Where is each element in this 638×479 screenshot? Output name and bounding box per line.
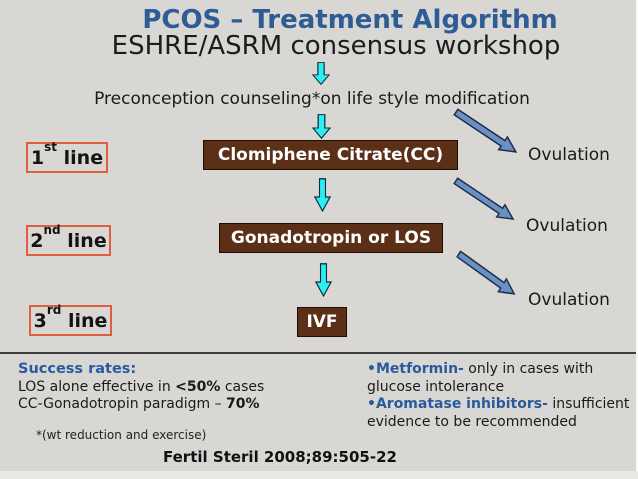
down-arrow-icon — [312, 114, 331, 139]
counseling-text: Preconception counseling*on life style m… — [94, 89, 530, 109]
metformin-bullet-line-1: •Metformin- only in cases with — [367, 361, 594, 377]
line-label-1-text: 1st line — [30, 139, 104, 169]
line-label-3: 3rd line — [29, 302, 112, 336]
success-rates-block: Success rates: LOS alone effective in <5… — [18, 361, 264, 414]
diagonal-arrow-icon — [453, 177, 515, 221]
ivf-box: IVF — [297, 307, 347, 337]
ordinal-suffix: st — [44, 139, 58, 154]
aromatase-bullet-line-1: •Aromatase inhibitors- insufficient — [367, 396, 630, 413]
ordinal-suffix: nd — [43, 222, 61, 237]
aromatase-bullet-line-2: evidence to be recommended — [367, 414, 577, 431]
slide-bottom-edge — [0, 471, 638, 479]
success-rate-line-1: LOS alone effective in <50% cases — [18, 378, 265, 395]
metformin-term: •Metformin- — [367, 361, 464, 377]
aromatase-term: •Aromatase inhibitors- — [367, 396, 548, 413]
success-rates-title: Success rates: — [18, 361, 137, 377]
ovulation-label-3: Ovulation — [528, 290, 610, 310]
line-label-2-text: 2nd line — [30, 222, 107, 252]
metformin-bullet-line-2: glucose intolerance — [367, 378, 505, 395]
drug-notes-block: •Metformin- only in cases with glucose i… — [367, 361, 629, 432]
slide-right-edge — [636, 0, 638, 471]
down-arrow-icon — [314, 178, 331, 212]
footnote: *(wt reduction and exercise) — [36, 428, 207, 442]
clomiphene-box: Clomiphene Citrate(CC) — [203, 140, 458, 170]
diagonal-arrow-icon — [456, 250, 516, 295]
slide-subtitle: ESHRE/ASRM consensus workshop — [111, 31, 561, 61]
diagonal-arrow-icon — [453, 108, 518, 153]
slide-title: PCOS – Treatment Algorithm — [142, 5, 558, 35]
line-label-1: 1st line — [26, 139, 108, 173]
line-label-2: 2nd line — [26, 222, 111, 256]
line-label-3-text: 3rd line — [33, 302, 108, 332]
ordinal-suffix: rd — [46, 302, 62, 317]
down-arrow-icon — [312, 62, 330, 85]
ovulation-label-1: Ovulation — [528, 145, 610, 165]
citation: Fertil Steril 2008;89:505-22 — [163, 448, 397, 466]
down-arrow-icon — [315, 263, 332, 297]
success-rate-line-2: CC-Gonadotropin paradigm – 70% — [18, 396, 260, 412]
gonadotropin-box: Gonadotropin or LOS — [219, 223, 443, 253]
footer-divider — [0, 352, 637, 354]
ovulation-label-2: Ovulation — [526, 216, 608, 236]
